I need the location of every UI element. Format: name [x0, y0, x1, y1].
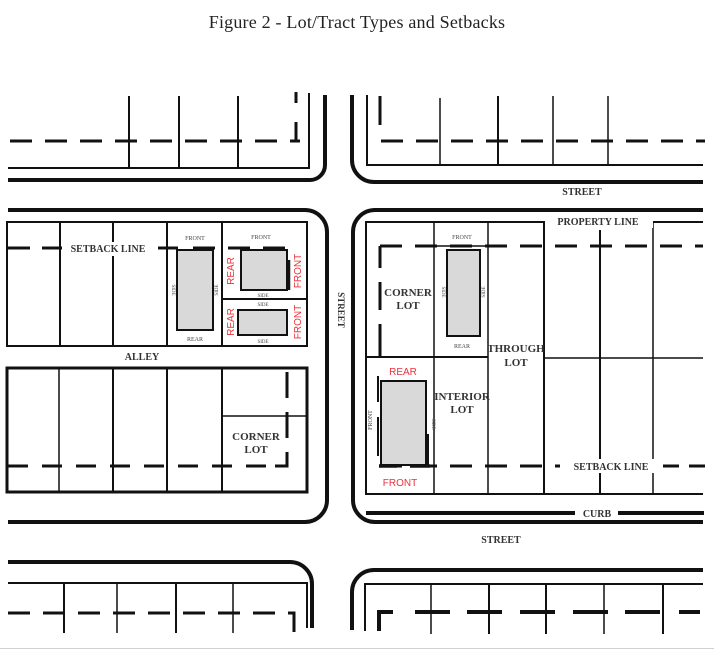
corner-lot-right-line1: CORNER	[384, 287, 433, 299]
property-line-label: PROPERTY LINE	[557, 217, 639, 228]
bottom-left-block	[8, 560, 314, 633]
street-label-vertical: STREET	[336, 292, 346, 328]
setback-line-label-left: SETBACK LINE	[71, 244, 146, 255]
rear-red-upper: REAR	[226, 257, 237, 285]
through-lot-line1: THROUGH	[487, 343, 545, 355]
corner-lot-left-line2: LOT	[244, 444, 268, 456]
front-label-interior: FRONT	[368, 410, 374, 430]
top-left-block	[8, 92, 327, 182]
bottom-divider	[0, 648, 714, 649]
curb-label-bg	[577, 507, 617, 519]
street-label-bottom: STREET	[481, 535, 521, 546]
front-label-tall: FRONT	[185, 236, 205, 242]
property-line-label-bg	[545, 214, 653, 228]
corner-lot-right-line2: LOT	[396, 300, 420, 312]
corner-lot-left-line1: CORNER	[232, 431, 281, 443]
side-label-lower-bottom: SIDE	[257, 340, 268, 345]
rear-label-tall: REAR	[187, 337, 203, 343]
top-right-block	[350, 95, 705, 184]
front-red-interior: FRONT	[383, 478, 417, 489]
rear-red-interior: REAR	[389, 367, 417, 378]
side-label-tall-left: SIDE	[170, 284, 175, 295]
front-label-upper: FRONT	[251, 235, 271, 241]
rear-label-corner-right: REAR	[454, 344, 470, 350]
rear-red-lower: REAR	[226, 308, 237, 336]
interior-lot-line2: LOT	[450, 404, 474, 416]
middle-left-upper-block	[6, 208, 329, 524]
front-red-lower: FRONT	[293, 305, 304, 339]
setback-line-label-right: SETBACK LINE	[574, 462, 649, 473]
front-label-corner-right: FRONT	[452, 235, 472, 241]
side-label-lower-top: SIDE	[257, 303, 268, 308]
setback-line-left-bg	[67, 242, 149, 256]
side-label-upper: SIDE	[257, 294, 268, 299]
interior-lot-line1: INTERIOR	[434, 391, 491, 403]
side-label-corner-right-right: SIDE	[482, 286, 487, 297]
front-red-upper: FRONT	[293, 254, 304, 288]
side-label-corner-right-left: SIDE	[440, 286, 445, 297]
middle-right-block	[351, 208, 705, 524]
building-corner-lot-right	[446, 249, 481, 337]
side-label-tall-right: SIDE	[215, 284, 220, 295]
figure-title: Figure 2 - Lot/Tract Types and Setbacks	[208, 12, 506, 32]
curb-label: CURB	[583, 509, 612, 520]
through-lot-line2: LOT	[504, 357, 528, 369]
building-tall-left	[176, 249, 214, 331]
building-lower-right-lot	[237, 309, 288, 336]
setback-line-right-bg	[566, 459, 658, 473]
side-label-interior: SIDE	[430, 418, 435, 429]
building-upper-right-lot	[240, 249, 291, 291]
street-label-top: STREET	[562, 187, 602, 198]
building-interior-lot	[377, 376, 430, 468]
alley-label: ALLEY	[125, 352, 160, 363]
middle-left-lower-block	[5, 366, 309, 494]
bottom-right-block	[350, 568, 703, 634]
